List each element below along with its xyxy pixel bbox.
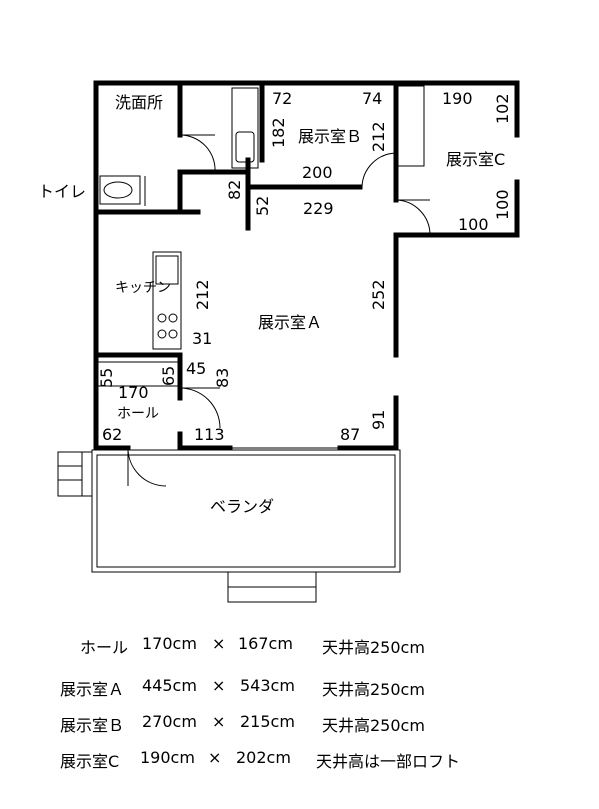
room-label-hall: ホール [117, 406, 159, 422]
spec-ceiling: 天井高250cm [322, 680, 425, 699]
dim-72: 72 [272, 89, 292, 108]
room-label-room-c: 展示室C [446, 150, 505, 169]
spec-name: ホール [80, 638, 129, 657]
dim-91: 91 [369, 410, 388, 430]
dim-74: 74 [362, 89, 382, 108]
spec-name: 展示室Ｂ [60, 716, 125, 735]
dim-82: 82 [225, 180, 244, 200]
spec-height: 215cm [240, 712, 295, 731]
spec-name: 展示室C [60, 752, 120, 771]
spec-times: × [212, 676, 226, 695]
room-label-room-a: 展示室Ａ [258, 313, 322, 332]
spec-times: × [212, 634, 226, 653]
dim-190: 190 [442, 89, 473, 108]
dim-182: 182 [269, 117, 288, 148]
spec-width: 190cm [140, 748, 195, 767]
dim-62: 62 [102, 425, 122, 444]
dim-83: 83 [213, 368, 232, 388]
spec-width: 445cm [142, 676, 197, 695]
dim-212-top: 212 [369, 121, 388, 152]
dim-212-kitchen: 212 [193, 279, 212, 310]
dim-100-h: 100 [458, 215, 489, 234]
dim-31: 31 [192, 329, 212, 348]
dim-102: 102 [493, 93, 512, 124]
spec-ceiling: 天井高250cm [322, 716, 425, 735]
spec-ceiling: 天井高は一部ロフト [316, 752, 461, 771]
room-label-kitchen: キッチン [115, 280, 171, 296]
spec-height: 202cm [236, 748, 291, 767]
dim-100-v: 100 [493, 189, 512, 220]
dim-65: 65 [159, 366, 178, 386]
room-label-senmenjo: 洗面所 [115, 93, 163, 112]
room-label-room-b: 展示室Ｂ [298, 127, 362, 146]
dim-55: 55 [97, 368, 116, 388]
walls [93, 80, 520, 451]
thin-lines [57, 82, 431, 603]
spec-height: 543cm [240, 676, 295, 695]
dim-52: 52 [253, 196, 272, 216]
spec-times: × [212, 712, 226, 731]
spec-width: 170cm [142, 634, 197, 653]
spec-height: 167cm [238, 634, 293, 653]
spec-times: × [208, 748, 222, 767]
dim-170: 170 [118, 383, 149, 402]
spec-width: 270cm [142, 712, 197, 731]
dim-113: 113 [194, 425, 225, 444]
dim-45: 45 [186, 359, 206, 378]
room-label-veranda: ベランダ [210, 497, 274, 516]
dim-200: 200 [302, 163, 333, 182]
dim-87: 87 [340, 425, 360, 444]
dim-252: 252 [369, 279, 388, 310]
spec-ceiling: 天井高250cm [322, 638, 425, 657]
dim-229: 229 [303, 199, 334, 218]
room-label-toilet: トイレ [38, 182, 86, 201]
spec-name: 展示室Ａ [60, 680, 125, 699]
